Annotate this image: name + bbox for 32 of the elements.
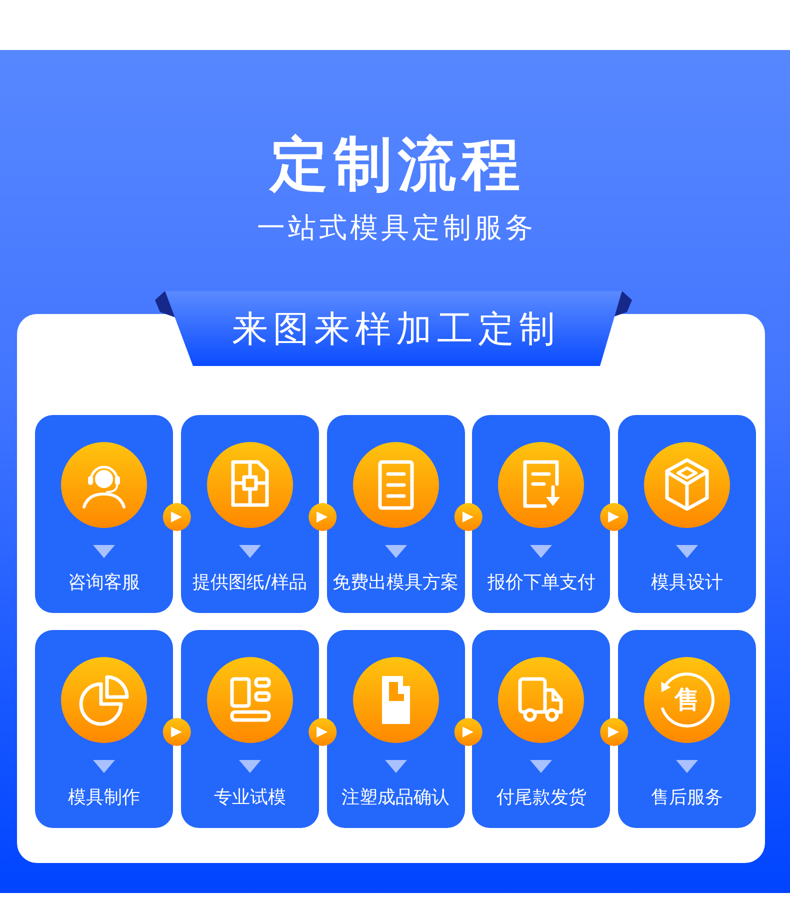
arrow	[170, 726, 182, 738]
banner-heading: 来图来样加工定制	[231, 310, 560, 350]
step-card	[180, 630, 319, 828]
arrow	[462, 726, 474, 738]
step-card	[180, 415, 319, 613]
step-label: 专业试模	[214, 786, 286, 810]
step-label: 咨询客服	[68, 571, 140, 595]
step-label: 提供图纸/样品	[192, 571, 307, 595]
step-card	[326, 415, 464, 613]
arrow	[316, 512, 328, 522]
step-label: 付尾款发货	[496, 786, 586, 810]
step-label: 模具设计	[651, 571, 723, 595]
arrow	[316, 726, 328, 738]
subtitle: 一站式模具定制服务	[256, 211, 536, 245]
step-label: 售后服务	[651, 786, 723, 810]
step-card	[326, 630, 464, 828]
step-label: 注塑成品确认	[342, 786, 450, 810]
step-label: 报价下单支付	[487, 571, 596, 595]
page-title: 定制流程	[268, 132, 526, 196]
step-card	[618, 415, 756, 613]
arrow	[608, 512, 620, 522]
step-card	[618, 630, 756, 828]
step-card	[35, 630, 173, 828]
step-label: 免费出模具方案	[332, 571, 458, 595]
arrow	[608, 726, 620, 738]
step-label: 模具制作	[68, 786, 140, 810]
arrow	[170, 512, 182, 522]
arrow	[462, 512, 474, 522]
icon-character: 售	[674, 685, 700, 715]
step-card	[35, 415, 173, 613]
step-card	[472, 630, 610, 828]
step-card	[472, 415, 610, 613]
